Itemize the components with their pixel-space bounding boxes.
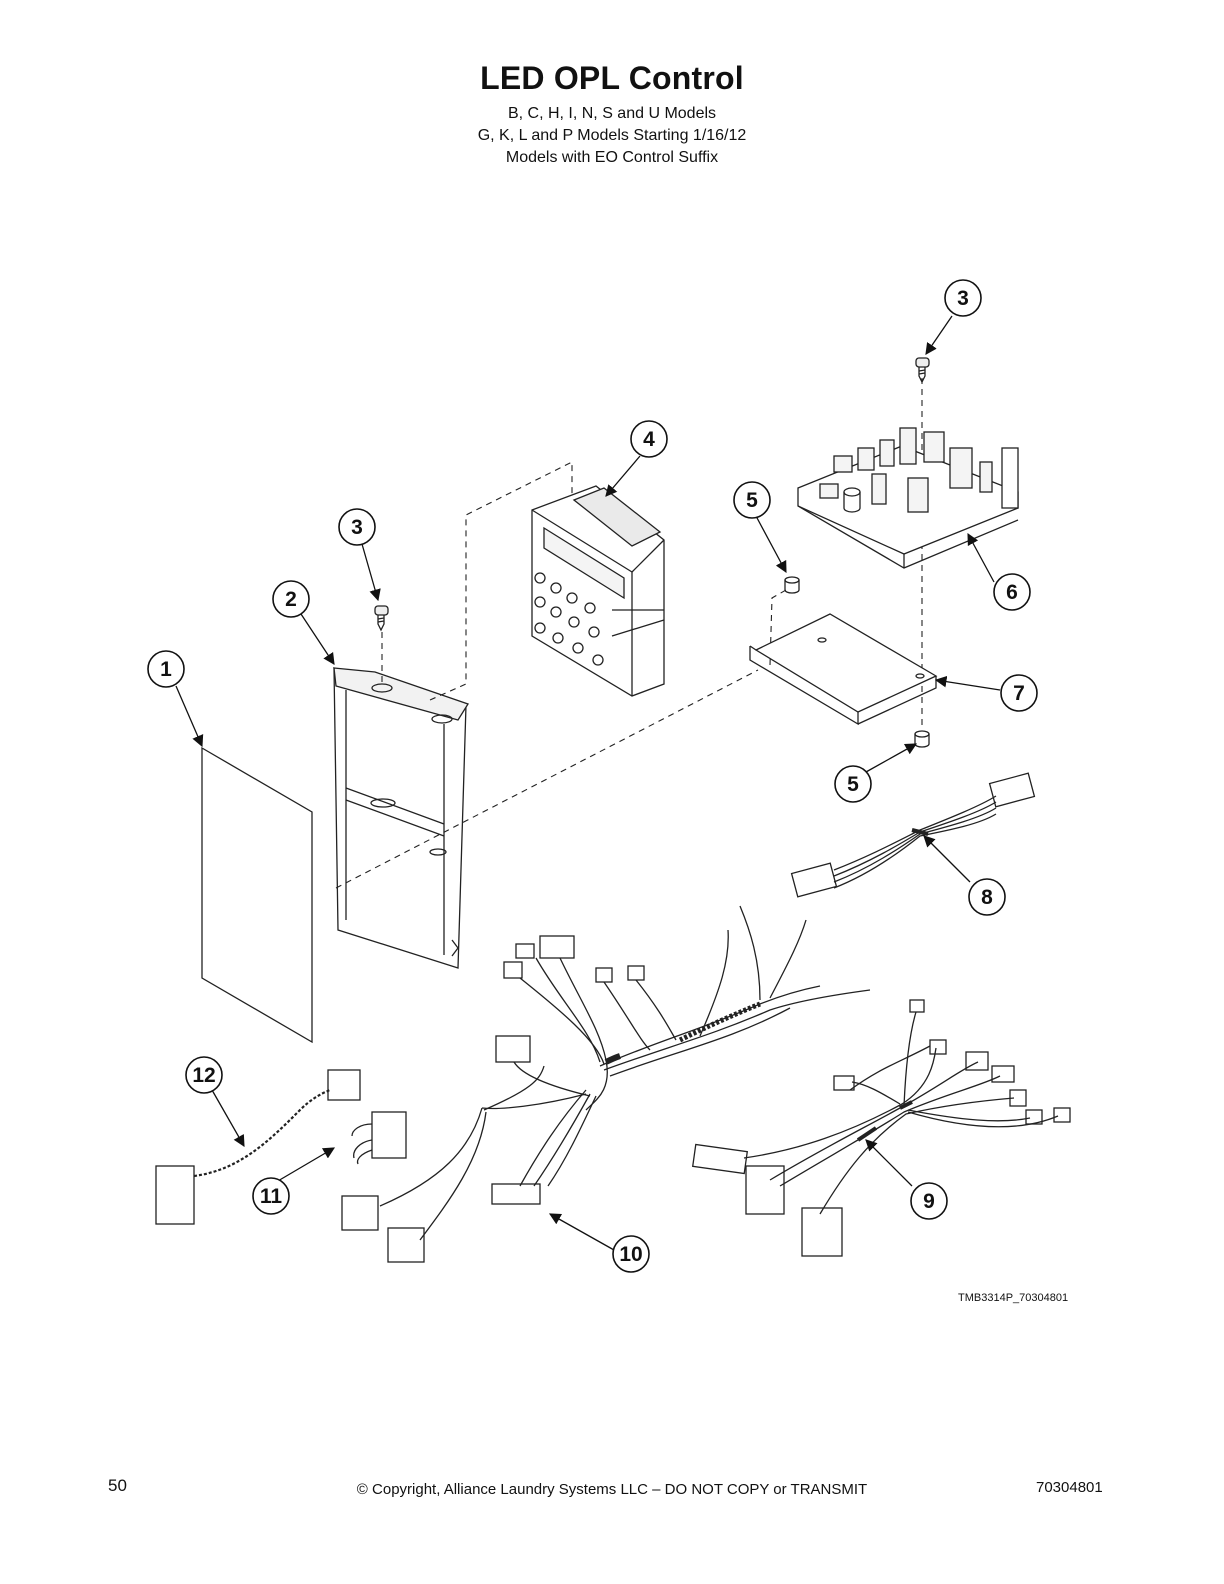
- callout-4: 4: [643, 428, 655, 451]
- part-1-label-sheet: [201, 746, 313, 1044]
- callout-9: 9: [923, 1190, 935, 1213]
- part-12-jumper-harness: [155, 1069, 361, 1225]
- part-5-standoff-lower: [914, 730, 930, 748]
- subtitle-line-3: Models with EO Control Suffix: [505, 149, 719, 166]
- callout-circles: [147, 279, 1038, 1273]
- part-6-circuit-board: [797, 427, 1019, 569]
- callout-1: 1: [160, 658, 172, 681]
- document-number: 70304801: [1036, 1479, 1103, 1496]
- callout-10: 10: [619, 1243, 642, 1266]
- callout-3-right: 3: [957, 287, 969, 310]
- subtitle-line-2: G, K, L and P Models Starting 1/16/12: [477, 127, 747, 144]
- part-5-standoff-upper: [784, 576, 800, 594]
- subtitle-line-1: B, C, H, I, N, S and U Models: [507, 105, 717, 122]
- page-number: 50: [108, 1476, 127, 1495]
- callout-3-left: 3: [351, 516, 363, 539]
- callout-5-lower: 5: [847, 773, 859, 796]
- part-2-bracket: [333, 667, 469, 969]
- page-title: LED OPL Control: [480, 60, 744, 96]
- callout-2: 2: [285, 588, 297, 611]
- callout-labels: 1 2 3 3 4 5 5 6 7 8 9 10 11 12: [160, 287, 1025, 1266]
- part-11-connector: [351, 1111, 407, 1165]
- drawing-reference: TMB3314P_70304801: [958, 1292, 1069, 1304]
- callout-5-upper: 5: [746, 489, 758, 512]
- part-3-screw-left: [374, 605, 389, 632]
- callout-8: 8: [981, 886, 993, 909]
- part-10-large-harness: [341, 905, 871, 1263]
- leader-arrows: [175, 315, 1001, 1251]
- part-8-short-harness: [790, 772, 1036, 898]
- callout-7: 7: [1013, 682, 1025, 705]
- part-4-control-module: [531, 485, 665, 697]
- copyright-notice: © Copyright, Alliance Laundry Systems LL…: [356, 1481, 868, 1498]
- part-9-main-harness: [691, 999, 1071, 1257]
- callout-12: 12: [192, 1064, 215, 1087]
- callout-11: 11: [260, 1185, 283, 1208]
- part-7-plate: [749, 613, 938, 726]
- callout-6: 6: [1006, 581, 1018, 604]
- part-3-screw-right: [915, 357, 930, 384]
